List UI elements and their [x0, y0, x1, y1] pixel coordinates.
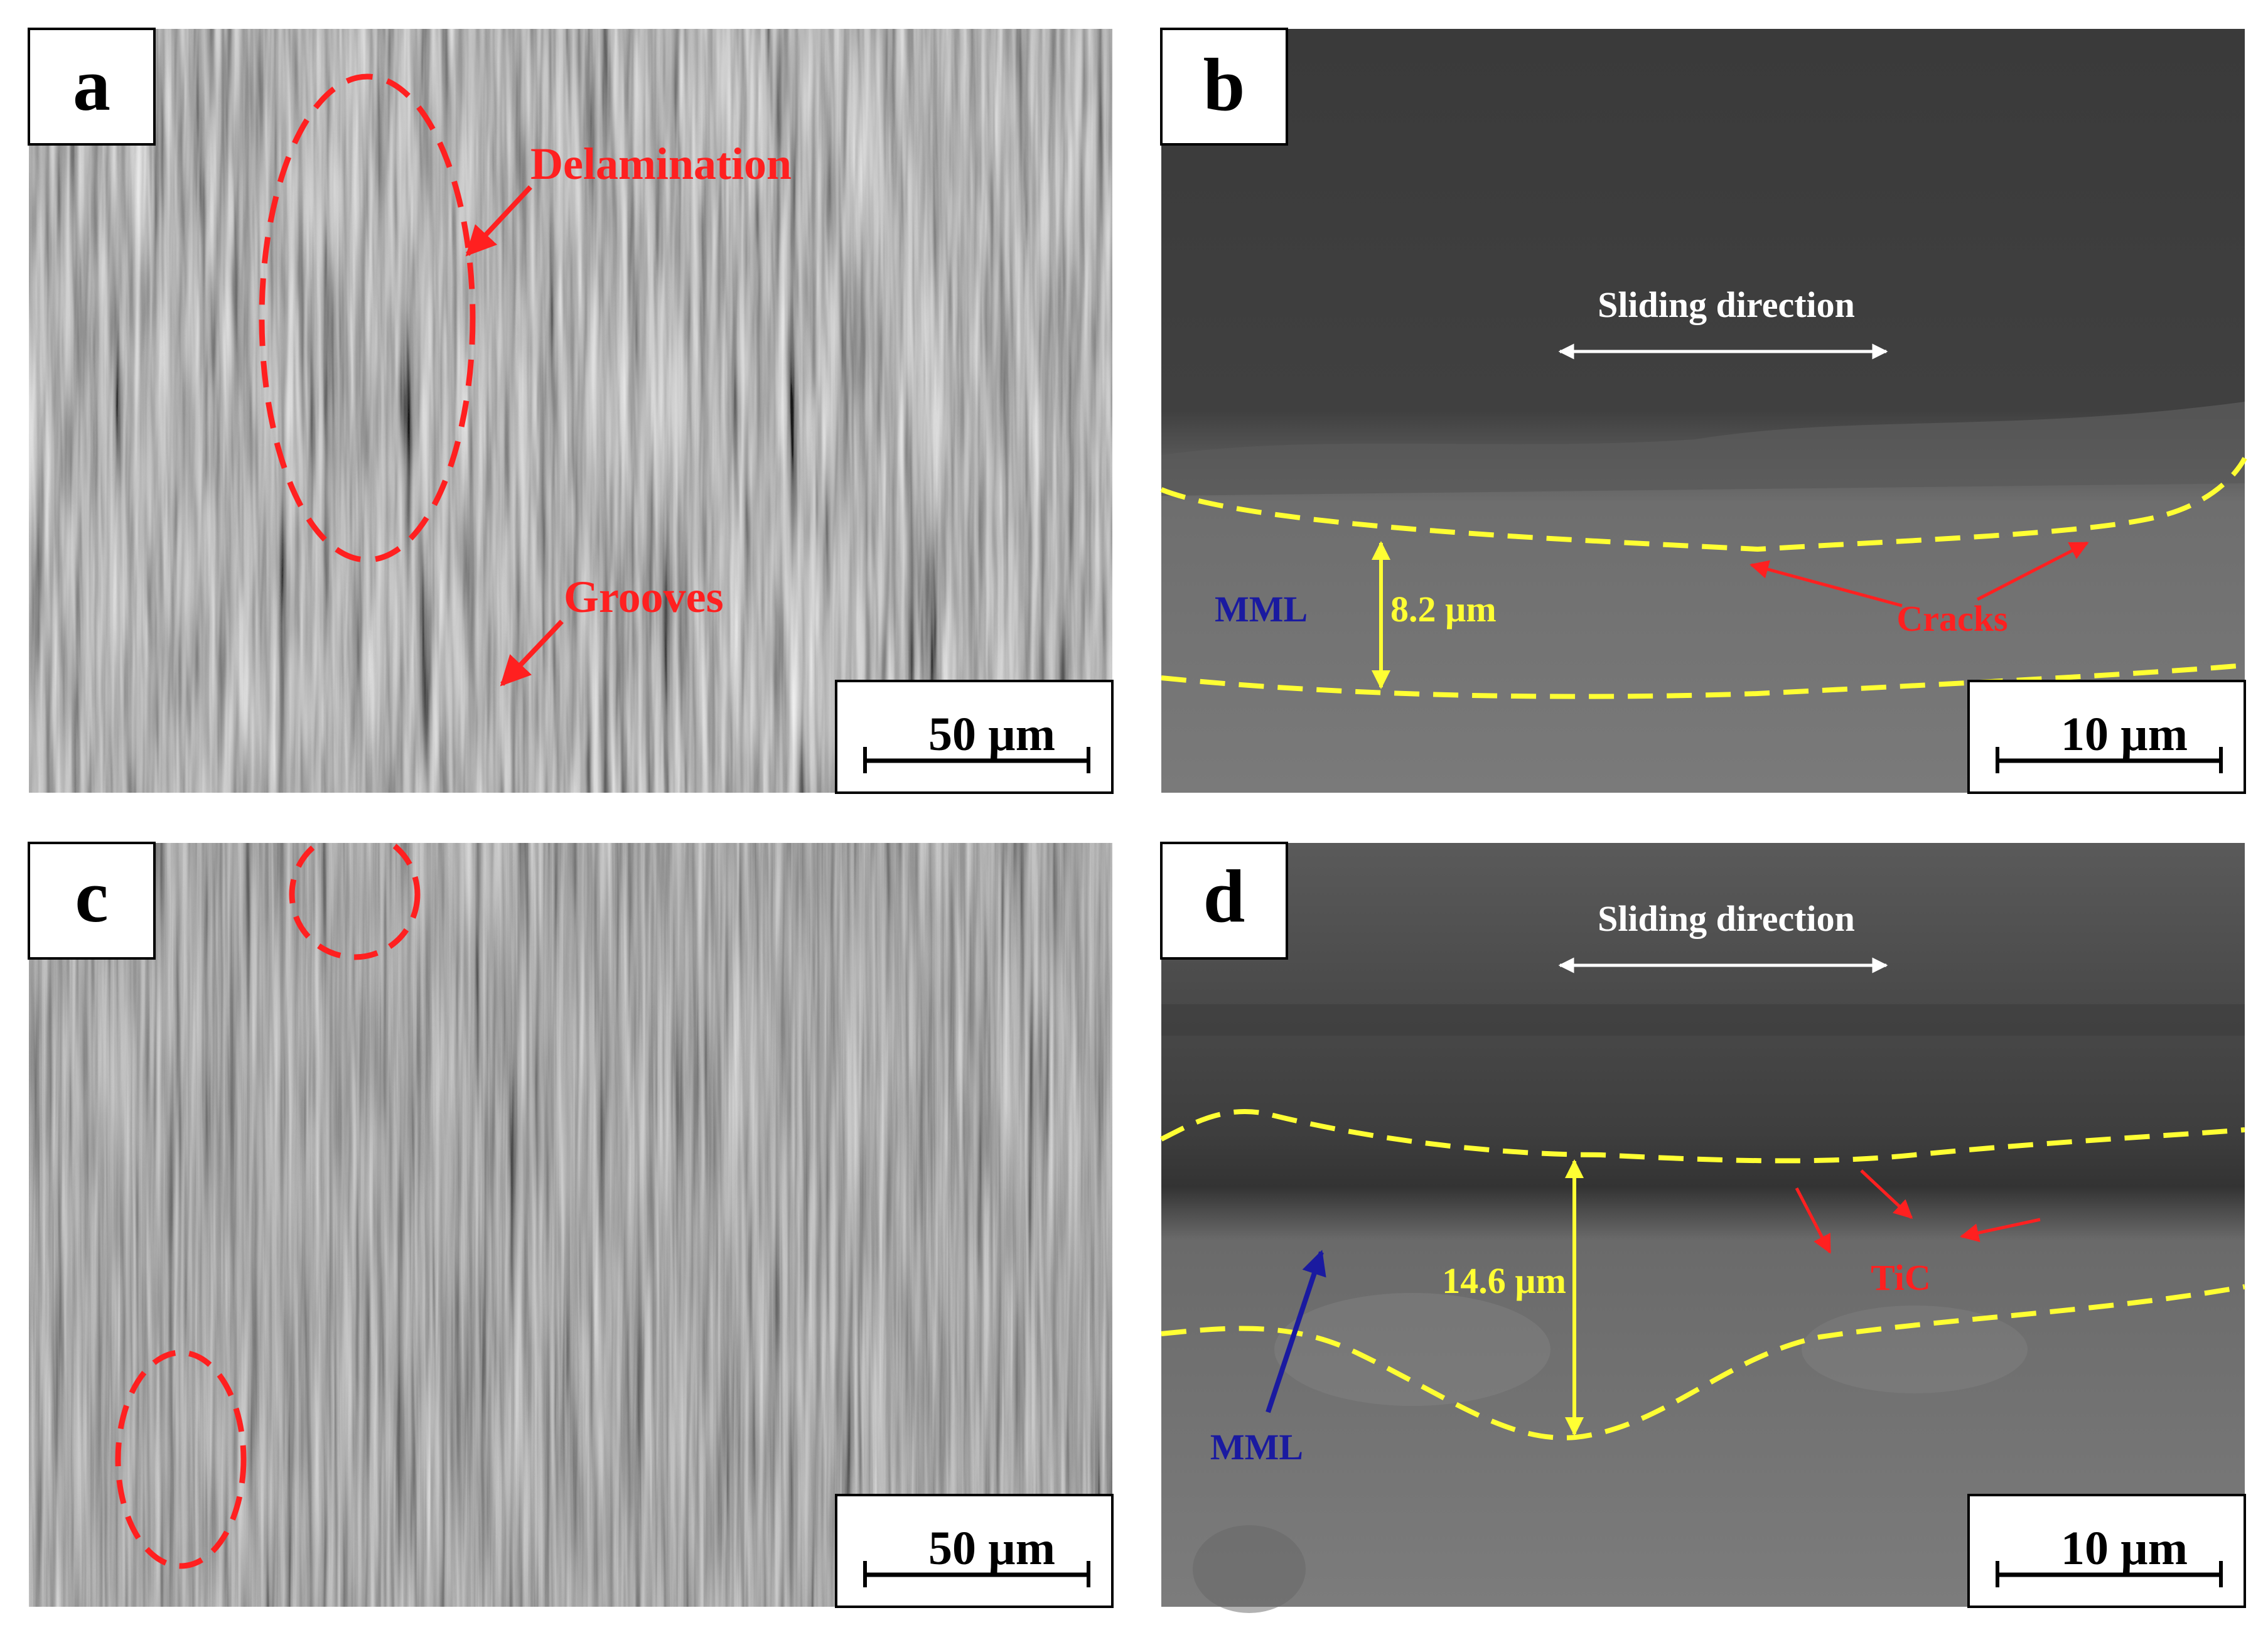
scale-bar-box [835, 680, 1114, 794]
mml-label: MML [1210, 1427, 1303, 1467]
scale-bar-label: 10 µm [2061, 708, 2188, 761]
panel-b: 8.2 µm MML Sliding direction Cracks b 10… [1160, 28, 2247, 794]
panel-letter-d: d [1203, 854, 1245, 938]
delamination-region-bottom [115, 1349, 247, 1569]
grooves-label: Grooves [564, 572, 724, 622]
cracks-label: Cracks [1896, 598, 2007, 639]
delamination-region [259, 73, 476, 563]
grooves-arrow [500, 619, 564, 687]
mml-bottom-boundary [1161, 663, 2245, 699]
tic-arrow-3 [1960, 1218, 2041, 1242]
scale-bar-label: 10 µm [2061, 1522, 2188, 1575]
mml-top-boundary [1160, 1109, 2245, 1164]
thickness-label: 8.2 µm [1390, 589, 1497, 630]
scale-bar-box [835, 1494, 1114, 1608]
scale-bar-label: 50 µm [928, 708, 1055, 761]
scale-bar-label: 50 µm [928, 1522, 1055, 1575]
scale-bar-box [1967, 680, 2246, 794]
delamination-label: Delamination [530, 139, 792, 189]
panel-letter-box [28, 28, 156, 146]
mml-label: MML [1215, 589, 1308, 630]
panel-letter-box [1160, 842, 1288, 960]
panel-d: 14.6 µm MML Sliding direction TiC d 10 µ… [1160, 842, 2246, 1613]
tic-arrow-2 [1860, 1169, 1913, 1220]
panel-letter-box [28, 842, 156, 960]
panel-d-image [1161, 843, 2245, 1607]
panel-letter-b: b [1203, 43, 1245, 126]
delamination-arrow [465, 185, 532, 257]
crack-arrow-left [1749, 560, 1903, 608]
crack-arrow-right [1976, 541, 2089, 601]
panel-c: c 50 µm [28, 842, 1114, 1608]
panel-b-image [1161, 29, 2245, 793]
tic-label: TiC [1871, 1257, 1931, 1298]
scale-bar-box [1967, 1494, 2246, 1608]
mml-arrow [1266, 1250, 1326, 1413]
mml-bottom-boundary [1161, 1284, 2245, 1440]
panel-letter-box [1160, 28, 1288, 146]
thickness-label: 14.6 µm [1442, 1260, 1566, 1301]
panel-letter-a: a [73, 43, 110, 126]
delamination-region-top [289, 843, 421, 960]
mml-top-boundary [1160, 457, 2247, 552]
tic-arrow-1 [1795, 1187, 1832, 1254]
panel-letter-c: c [75, 854, 108, 938]
sliding-direction-label: Sliding direction [1598, 898, 1855, 939]
sliding-direction-label: Sliding direction [1598, 284, 1855, 325]
panel-a: Delamination Grooves a 50 µm [28, 28, 1114, 794]
